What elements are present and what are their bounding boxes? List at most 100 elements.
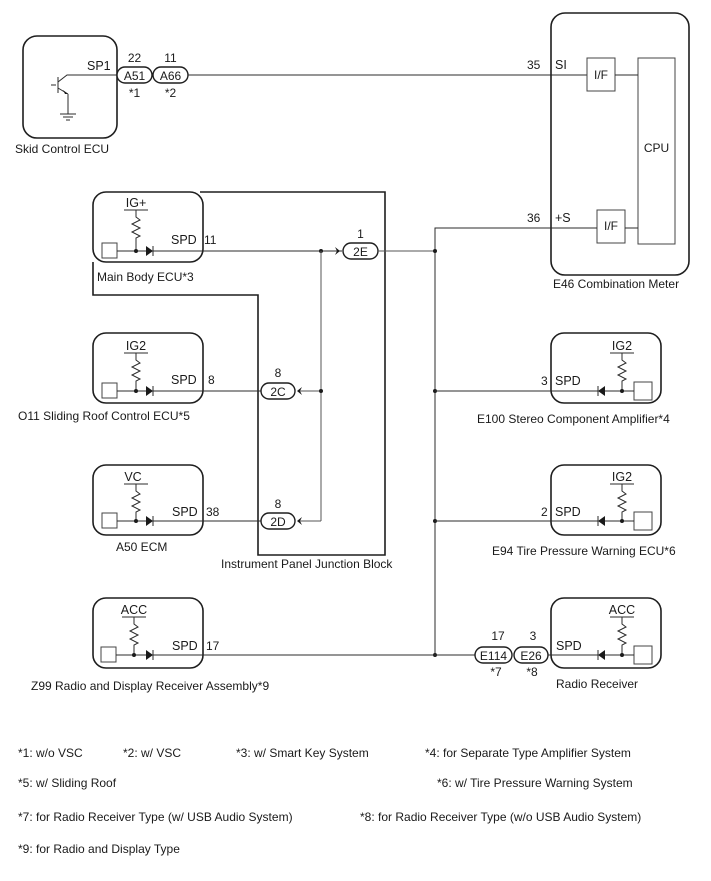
resistor-icon (130, 484, 142, 521)
ecm-pin: 38 (206, 505, 220, 519)
connector-2d-pin: 8 (275, 497, 282, 511)
tire-pressure-ecu-pin: 2 (541, 505, 548, 519)
resistor-icon (616, 353, 628, 391)
tire-pressure-ecu: IG2 2 SPD E94 Tire Pressure Warning ECU*… (492, 464, 676, 558)
skid-control-ecu-label: Skid Control ECU (15, 142, 109, 156)
radio-display-receiver-pin: 17 (206, 639, 220, 653)
combination-meter: I/F I/F CPU 35 SI 36 +S E46 Combination … (527, 12, 690, 291)
note-4: *4: for Separate Type Amplifier System (425, 746, 631, 760)
interface-block-si (586, 57, 616, 92)
arrow-icon (335, 247, 340, 255)
diode-icon (598, 386, 605, 396)
speed-signal-bus (434, 227, 597, 655)
ecm-label: A50 ECM (116, 540, 167, 554)
meter-terminal-si: SI (555, 58, 567, 72)
diode-icon (598, 650, 605, 660)
stereo-amplifier-label: E100 Stereo Component Amplifier*4 (477, 412, 670, 426)
connector-e26-pin: 3 (530, 629, 537, 643)
connector-a66-name: A66 (160, 69, 182, 83)
connector-e114-pin: 17 (491, 629, 505, 643)
radio-display-receiver: ACC SPD 17 Z99 Radio and Display Receive… (31, 597, 269, 693)
meter-pin-35: 35 (527, 58, 541, 72)
note-7: *7: for Radio Receiver Type (w/ USB Audi… (18, 810, 293, 824)
resistor-icon (130, 353, 142, 391)
sliding-roof-ecu-supply: IG2 (126, 339, 146, 353)
stereo-amplifier-terminal: SPD (555, 374, 581, 388)
connector-a51-name: A51 (124, 69, 146, 83)
radio-receiver-supply: ACC (609, 603, 635, 617)
main-body-ecu: IG+ SPD 11 Main Body ECU*3 (92, 191, 217, 284)
main-body-ecu-pin: 11 (204, 233, 217, 247)
radio-receiver-circuit-icon (633, 645, 653, 665)
radio-display-receiver-terminal: SPD (172, 639, 198, 653)
connector-2e: 2E 1 (342, 227, 379, 260)
connector-a66-note: *2 (165, 86, 177, 100)
combination-meter-label: E46 Combination Meter (553, 277, 679, 291)
cpu-label: CPU (644, 141, 669, 155)
radio-receiver: ACC SPD Radio Receiver (548, 597, 662, 691)
note-6: *6: w/ Tire Pressure Warning System (437, 776, 633, 790)
sliding-roof-ecu: IG2 SPD 8 O11 Sliding Roof Control ECU*5 (18, 332, 215, 423)
diode-icon (146, 246, 153, 256)
ecm-circuit-icon (101, 512, 118, 529)
resistor-icon (130, 210, 142, 251)
connector-e114: E114 17 *7 (474, 629, 513, 679)
skid-control-ecu: SP1 Skid Control ECU (15, 35, 118, 156)
connector-a51: A51 22 *1 (116, 51, 153, 100)
sliding-roof-ecu-terminal: SPD (171, 373, 197, 387)
junction-block-outline (92, 191, 386, 556)
tire-pressure-ecu-supply: IG2 (612, 470, 632, 484)
connector-2e-name: 2E (353, 245, 368, 259)
connector-e26-note: *8 (526, 665, 538, 679)
tire-pressure-ecu-circuit-icon (633, 511, 653, 531)
radio-display-receiver-supply: ACC (121, 603, 147, 617)
interface-si-label: I/F (594, 68, 608, 82)
interface-block-s (596, 209, 626, 244)
diode-icon (598, 516, 605, 526)
interface-s-label: I/F (604, 219, 618, 233)
connector-2c-name: 2C (270, 385, 286, 399)
connector-e26: E26 3 *8 (513, 629, 549, 679)
ecm: VC SPD 38 A50 ECM (92, 464, 220, 554)
diode-icon (146, 516, 153, 526)
connector-e26-name: E26 (520, 649, 542, 663)
meter-pin-36: 36 (527, 211, 541, 225)
ecm-terminal: SPD (172, 505, 198, 519)
connector-2e-pin: 1 (357, 227, 364, 241)
main-body-ecu-circuit-icon (101, 242, 118, 259)
ground-icon (60, 113, 76, 121)
sliding-roof-ecu-circuit-icon (101, 382, 118, 399)
radio-receiver-terminal: SPD (556, 639, 582, 653)
junction-block-label: Instrument Panel Junction Block (221, 557, 393, 571)
resistor-icon (128, 617, 140, 655)
main-body-ecu-label: Main Body ECU*3 (97, 270, 194, 284)
note-8: *8: for Radio Receiver Type (w/o USB Aud… (360, 810, 642, 824)
resistor-icon (616, 617, 628, 655)
ecm-supply: VC (124, 470, 141, 484)
stereo-amplifier-circuit-icon (633, 381, 653, 401)
main-body-ecu-terminal: SPD (171, 233, 197, 247)
note-1: *1: w/o VSC (18, 746, 83, 760)
arrow-icon (297, 387, 302, 395)
connector-a51-note: *1 (129, 86, 141, 100)
diode-icon (146, 650, 153, 660)
connector-2d: 2D 8 (260, 497, 296, 530)
connector-2d-name: 2D (270, 515, 286, 529)
stereo-amplifier-supply: IG2 (612, 339, 632, 353)
connector-a51-pin: 22 (128, 51, 142, 65)
connector-e114-name: E114 (480, 649, 507, 663)
connector-2c: 2C 8 (260, 366, 296, 400)
diode-icon (146, 386, 153, 396)
radio-display-receiver-circuit-icon (100, 646, 117, 663)
connector-2c-pin: 8 (275, 366, 282, 380)
tire-pressure-ecu-terminal: SPD (555, 505, 581, 519)
radio-receiver-label: Radio Receiver (556, 677, 638, 691)
cpu-block (637, 57, 676, 245)
note-5: *5: w/ Sliding Roof (18, 776, 117, 790)
skid-control-ecu-box (22, 35, 118, 139)
meter-terminal-s: +S (555, 211, 571, 225)
sp1-terminal-label: SP1 (87, 59, 111, 73)
sliding-roof-ecu-pin: 8 (208, 373, 215, 387)
arrow-icon (297, 517, 302, 525)
